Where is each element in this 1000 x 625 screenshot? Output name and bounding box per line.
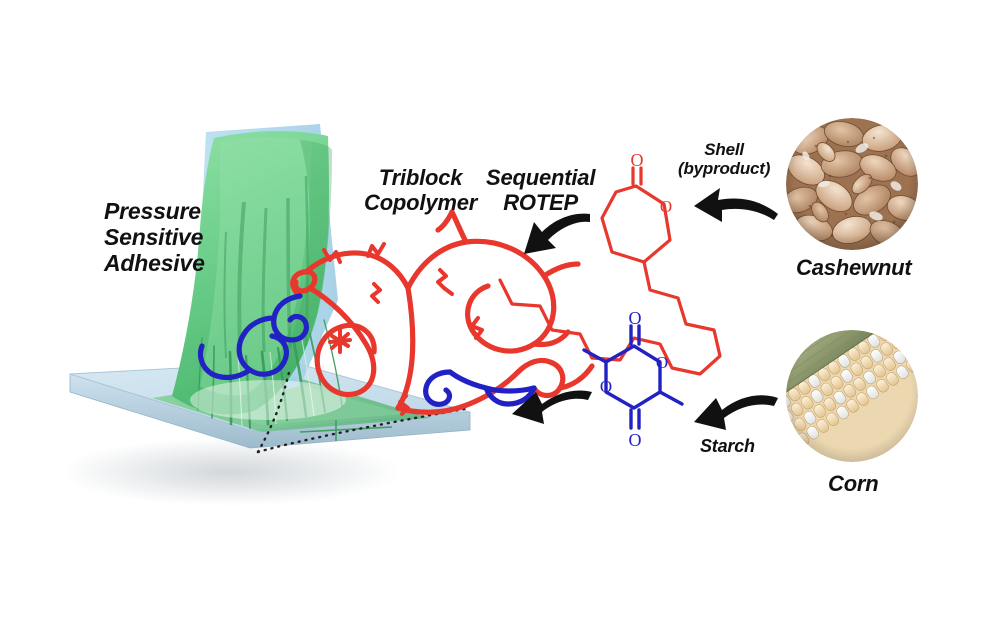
zoom-in-dotted-leader bbox=[256, 366, 472, 454]
lactide-carbonyl-oxygen-top: O bbox=[629, 308, 642, 328]
debond-haze bbox=[190, 380, 346, 420]
adhesive-film-shadow-edge bbox=[258, 140, 332, 406]
copolymer-chain-kinks bbox=[322, 242, 484, 416]
adhesive-fibrils bbox=[197, 319, 343, 430]
lactide-structure: O O O O bbox=[582, 308, 684, 450]
lactide-arrow bbox=[512, 390, 592, 424]
corn-photo bbox=[786, 330, 918, 462]
copolymer-hard-endblock-left bbox=[197, 293, 309, 381]
shell-byproduct-label: Shell (byproduct) bbox=[678, 140, 771, 179]
scene-shadow bbox=[60, 438, 400, 506]
lactone-ring-oxygen-label: O bbox=[660, 197, 672, 216]
triblock-copolymer-label: Triblock Copolymer bbox=[364, 165, 478, 215]
lactone-carbonyl-oxygen-label: O bbox=[631, 150, 644, 170]
rotep-arrow bbox=[524, 213, 590, 254]
adhesive-residue-sheen bbox=[172, 382, 406, 425]
lactide-ring bbox=[604, 344, 662, 410]
shell-arrow bbox=[694, 188, 778, 222]
corn-photo-art bbox=[786, 330, 918, 462]
lactone-ring bbox=[600, 184, 672, 264]
copolymer-entanglement-knot bbox=[328, 328, 352, 354]
lactide-methyl-left bbox=[582, 348, 608, 364]
lactide-methyl-right bbox=[658, 390, 684, 406]
tape-backing bbox=[196, 124, 338, 398]
lactide-ring-oxygen-right: O bbox=[656, 353, 668, 372]
sequential-rotep-label: Sequential ROTEP bbox=[486, 165, 596, 215]
lactide-ring-oxygen-left: O bbox=[600, 377, 612, 396]
adhesive-fibril-highlights bbox=[237, 339, 315, 427]
zoom-origin-marker bbox=[299, 420, 393, 441]
cashewnut-photo-art bbox=[786, 118, 918, 250]
substrate-top bbox=[69, 361, 471, 431]
lactone-alkyl-chain bbox=[498, 260, 722, 376]
pressure-sensitive-adhesive-label: Pressure Sensitive Adhesive bbox=[104, 198, 205, 276]
starch-arrow bbox=[694, 395, 778, 430]
lactide-carbonyl-oxygen-bottom: O bbox=[629, 430, 642, 450]
starch-label: Starch bbox=[700, 436, 755, 456]
copolymer-hard-endblock-right bbox=[423, 369, 537, 407]
copolymer-coil bbox=[197, 209, 595, 416]
copolymer-soft-midblock bbox=[290, 209, 595, 415]
corn-label: Corn bbox=[828, 471, 879, 496]
adhesive-film-highlight bbox=[200, 136, 312, 396]
cashewnut-photo bbox=[786, 118, 918, 250]
cashewnut-label: Cashewnut bbox=[796, 255, 912, 280]
substrate-edge-front bbox=[69, 373, 471, 449]
adhesive-film-streaks bbox=[223, 175, 309, 359]
adhesive-residue-on-substrate bbox=[152, 376, 430, 432]
